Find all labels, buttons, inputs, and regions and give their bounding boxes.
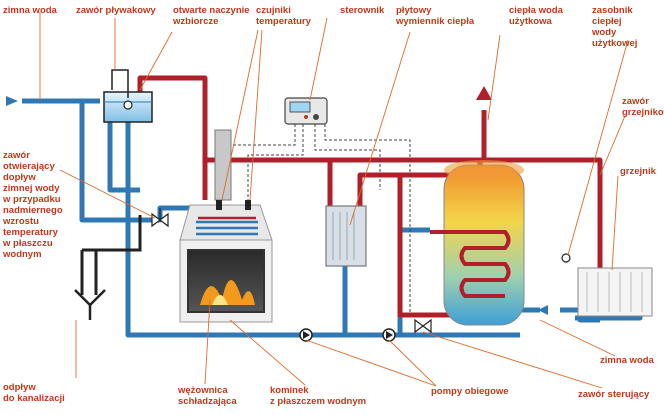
controller-box (284, 97, 328, 125)
label-open-tank: otwarte naczynie wzbiorcze (173, 5, 250, 27)
label-hot-water: ciepła woda użytkowa (509, 5, 563, 27)
label-cooling-coil: wężownica schładzająca (178, 385, 237, 407)
label-radiator: grzejnik (620, 166, 656, 177)
fireplace (179, 129, 273, 323)
label-pumps: pompy obiegowe (431, 386, 509, 397)
cold-water-in-right-arrow-icon (538, 305, 548, 315)
label-hot-water-tank: zasobnik ciepłej wody użytkowej (592, 5, 638, 49)
leader-lines (39, 12, 629, 389)
hot-water-arrow-icon (476, 86, 492, 100)
drain-pipe (80, 215, 142, 295)
label-temp-sensors: czujniki temperatury (256, 5, 311, 27)
label-float-valve: zawór pływakowy (76, 5, 156, 16)
label-safety-valve: zawór otwierający dopływ zimnej wody w p… (3, 150, 63, 260)
expansion-tank (103, 69, 153, 123)
circulation-pump-2-icon (382, 328, 396, 342)
plate-heat-exchanger (325, 205, 367, 267)
radiator (561, 253, 653, 317)
drain-funnel-icon (74, 289, 106, 307)
cold-water-arrow-icon (6, 96, 18, 106)
label-cold-water-right: zimna woda (600, 355, 654, 366)
label-radiator-valve: zawór grzejnikowy (622, 96, 664, 118)
circulation-pump-1-icon (299, 328, 313, 342)
label-control-valve: zawór sterujący (578, 389, 650, 400)
label-plate-exchanger: płytowy wymiennik ciepła (396, 5, 475, 27)
control-valve-icon (414, 318, 432, 334)
hot-water-tank (430, 160, 525, 326)
label-cold-water: zimna woda (3, 5, 57, 16)
label-fireplace: kominek z płaszczem wodnym (270, 385, 367, 407)
safety-valve-icon (151, 208, 169, 228)
label-drain: odpływ do kanalizacji (3, 382, 65, 404)
label-controller: sterownik (340, 5, 385, 16)
